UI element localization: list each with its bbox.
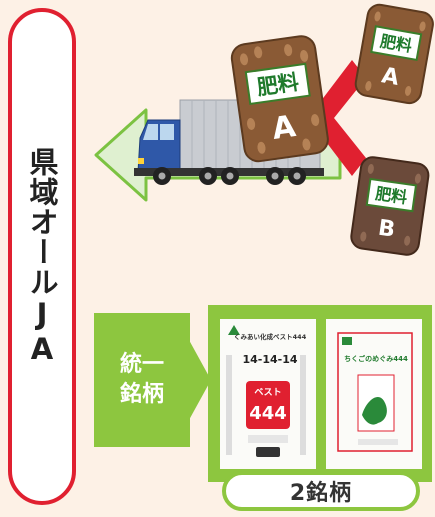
unify-label-line2: 銘柄 [119, 382, 164, 407]
product2-title: ちくごのめぐみ444 [344, 354, 408, 363]
side-label-frame: 県域オールJA [8, 8, 76, 505]
unify-arrow [189, 340, 211, 420]
product1-title: くみあい化成ベスト444 [234, 332, 307, 341]
unified-brand-box: 統一 銘柄 [94, 313, 190, 447]
bag-a-large-letter: A [270, 109, 299, 147]
red-chevron [308, 60, 366, 176]
unify-label-line1: 統一 [119, 352, 164, 377]
product-bag-1: くみあい化成ベスト444 14-14-14 ベスト 444 [220, 319, 316, 469]
fertilizer-bag-a-large: 肥料 A [230, 35, 329, 163]
product1-badge-top: ベスト [254, 387, 281, 398]
bag-a-small-letter: A [380, 63, 401, 91]
brand-count-pill: 2銘柄 [222, 471, 420, 511]
bag-b-label: 肥料 [374, 184, 408, 207]
bag-a-large-label: 肥料 [255, 70, 300, 100]
fertilizer-bag-b: 肥料 B [350, 156, 430, 256]
product1-numbers: 14-14-14 [242, 353, 297, 366]
product-bags: くみあい化成ベスト444 14-14-14 ベスト 444 ちくごのめぐみ444 [220, 319, 422, 469]
product-bag-2: ちくごのめぐみ444 [326, 319, 422, 469]
product1-badge-value: 444 [249, 403, 287, 424]
side-label-text: 県域オールJA [25, 146, 59, 367]
fertilizer-bag-a-small: 肥料 A [354, 3, 434, 105]
brands-panel: くみあい化成ベスト444 14-14-14 ベスト 444 ちくごのめぐみ444 [208, 305, 432, 482]
bag-b-letter: B [377, 216, 397, 243]
logistics-illustration: 肥料 A 肥料 A 肥料 B [94, 3, 434, 256]
brand-count-label: 2銘柄 [289, 481, 353, 506]
